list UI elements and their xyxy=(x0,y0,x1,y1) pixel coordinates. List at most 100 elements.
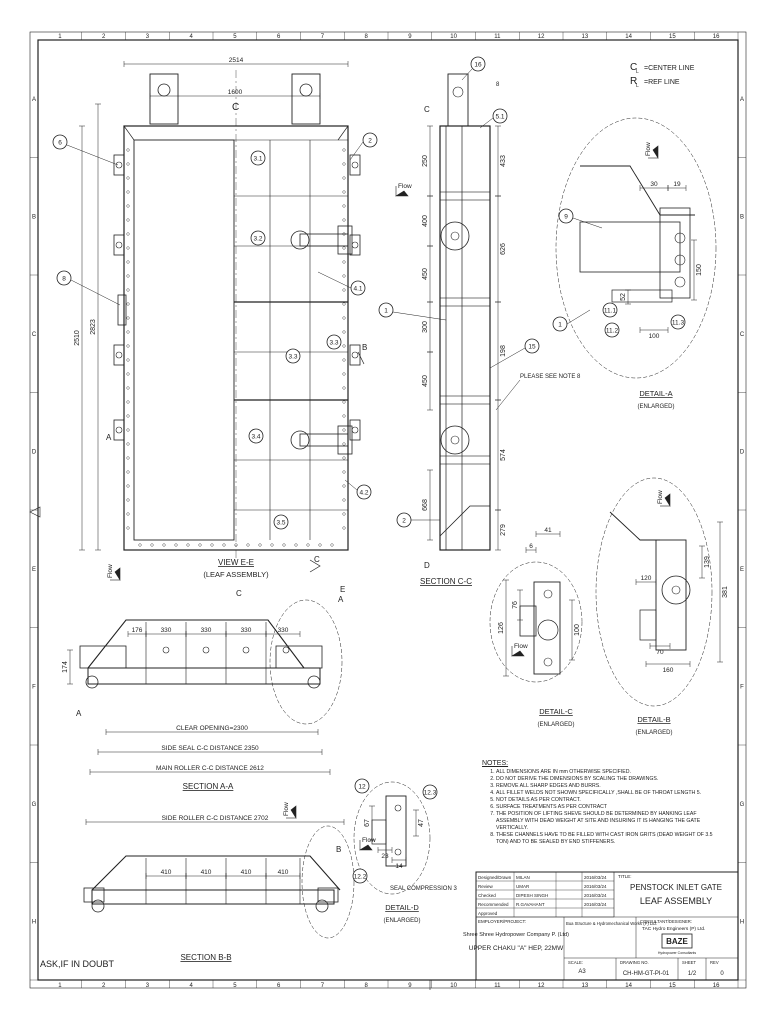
dimension-label: 41 xyxy=(544,527,552,534)
seal-bolt xyxy=(174,543,178,547)
balloon-label: 11.1 xyxy=(604,308,617,315)
seal-bolt xyxy=(186,543,190,547)
guide-shoe-bolt xyxy=(351,161,359,169)
dimension-label: 450 xyxy=(422,375,429,387)
approval-name: UMAR xyxy=(516,884,530,889)
seal-bolt xyxy=(126,274,130,278)
dimension-label: 330 xyxy=(241,627,252,634)
skin-plate-section xyxy=(445,125,463,551)
view-subtitle: (ENLARGED) xyxy=(537,722,574,728)
border-column-number: 7 xyxy=(321,983,325,989)
detail-boundary xyxy=(555,117,717,379)
leaf-skin-plate xyxy=(133,139,235,541)
note-item: DO NOT DERIVE THE DIMENSIONS BY SCALING … xyxy=(496,776,722,783)
seal-bolt xyxy=(126,358,130,362)
balloon-label: 12.2 xyxy=(354,874,367,881)
border-row-letter: E xyxy=(32,567,36,573)
dimension-label: 47 xyxy=(418,819,425,827)
seal-bolt xyxy=(342,512,346,516)
note-item: THESE CHANNELS HAVE TO BE FILLED WITH CA… xyxy=(496,832,722,846)
view-title: DETAIL-B xyxy=(637,715,670,724)
border-column-number: 13 xyxy=(582,983,589,989)
centerline-legend-text: =CENTER LINE xyxy=(644,65,695,72)
flow-arrow-icon: Flow xyxy=(510,643,528,657)
dimension-label: 1600 xyxy=(228,89,243,96)
lightening-hole xyxy=(162,646,170,654)
border-column-number: 14 xyxy=(625,983,632,989)
view-title: VIEW E-E xyxy=(218,558,254,567)
guide-shoe-bolt xyxy=(115,426,123,434)
border-column-number: 3 xyxy=(146,983,150,989)
seal-bolt xyxy=(342,274,346,278)
seal-bolt xyxy=(126,372,130,376)
flow-arrow-head xyxy=(358,844,373,851)
roller-wheel xyxy=(290,230,310,250)
approval-date: 2016/03/24 xyxy=(584,893,607,898)
lug-hole xyxy=(452,86,464,98)
border-column-number: 8 xyxy=(364,983,368,989)
leader-line xyxy=(66,144,119,166)
title-block-frame xyxy=(475,871,739,981)
seal-clamp-bar xyxy=(611,289,673,303)
balloon-circle xyxy=(422,784,438,800)
seal-bolt xyxy=(126,428,130,432)
dimension-label: 381 xyxy=(722,586,729,598)
seal-bolt xyxy=(198,543,202,547)
section-cut-label: C xyxy=(314,555,320,564)
border-column-number: 10 xyxy=(450,34,457,40)
scale-label: SCALE: xyxy=(568,960,583,965)
weld-symbol: 8 xyxy=(496,82,500,88)
seal-bolt xyxy=(126,316,130,320)
dimension-label: 67 xyxy=(364,819,371,827)
leader-line xyxy=(572,217,603,229)
seal-bolt xyxy=(342,498,346,502)
balloon-label: 3.4 xyxy=(251,434,260,441)
border-column-number: 3 xyxy=(146,34,150,40)
border-column-number: 6 xyxy=(277,34,281,40)
balloon-label: 2 xyxy=(402,518,406,525)
dimension-label: 120 xyxy=(641,575,652,582)
notes-list: ALL DIMENSIONS ARE IN mm OTHERWISE SPECI… xyxy=(482,769,722,846)
ask-if-in-doubt-note: ASK,IF IN DOUBT xyxy=(40,959,115,969)
sheet-label: SHEET xyxy=(682,960,696,965)
centering-mark xyxy=(29,506,41,518)
dimension-label: 126 xyxy=(498,622,505,634)
scale-value: A3 xyxy=(578,969,586,975)
border-row-letter: H xyxy=(740,919,744,925)
roller-housing xyxy=(579,221,681,273)
seal-bolt xyxy=(674,276,686,288)
note-item: NOT DETAILS AS PER CONTRACT. xyxy=(496,797,722,804)
seal-bolt xyxy=(342,526,346,530)
section-cut-label: E xyxy=(340,585,345,594)
seal-bolt xyxy=(138,543,142,547)
flow-arrow-head xyxy=(510,650,525,657)
detail-b-callout xyxy=(269,599,343,725)
drawing-title-line1: PENSTOCK INLET GATE xyxy=(630,883,722,892)
balloon-label: 2 xyxy=(368,138,372,145)
balloon-circle xyxy=(524,338,540,354)
dimension-label: 279 xyxy=(500,524,507,536)
balloon-circle xyxy=(362,132,378,148)
seal-bolt xyxy=(270,543,274,547)
balloon-circle xyxy=(356,484,372,500)
border-column-number: 8 xyxy=(364,34,368,40)
note-reference: PLEASE SEE NOTE 8 xyxy=(520,374,581,380)
dimension-label: 76 xyxy=(512,601,519,609)
seal-bolt xyxy=(342,148,346,152)
drawing-no-label: DRAWING NO. xyxy=(620,960,649,965)
dimension-label: 626 xyxy=(500,243,507,255)
leader-line xyxy=(479,117,494,129)
seal-bolt xyxy=(126,148,130,152)
view-subtitle: (ENLARGED) xyxy=(637,404,674,410)
detail-d-callout xyxy=(301,825,355,939)
balloon-label: 6 xyxy=(58,140,62,147)
side-guide-shoe xyxy=(349,234,361,256)
company-name: Shree Shree Hydropower Company P. (Ltd) xyxy=(463,932,569,938)
dimension-label: 2514 xyxy=(229,57,244,64)
section-cut-label: B xyxy=(362,343,367,352)
seal-bolt xyxy=(342,442,346,446)
dimension-label: 198 xyxy=(500,345,507,357)
seal-bolt xyxy=(543,657,553,667)
